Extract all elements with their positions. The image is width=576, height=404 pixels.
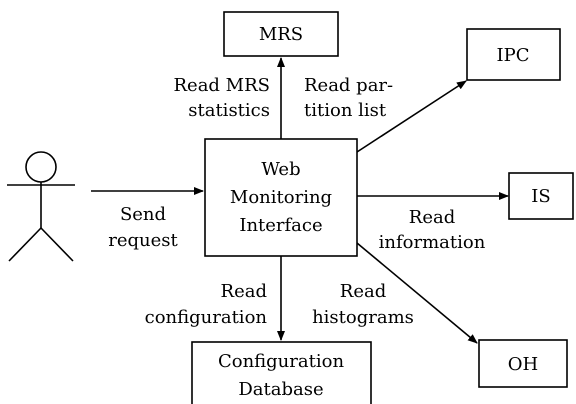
web-monitoring-interface-box [204, 138, 358, 257]
read-configuration-label-line-2: configuration [145, 307, 268, 328]
oh-label: OH [508, 354, 538, 375]
read-histograms-arrow [356, 242, 478, 344]
web-label-line-1: Web [261, 159, 300, 180]
send-request-label-line-1: Send [120, 204, 166, 225]
read-histograms-label-line-2: histograms [312, 307, 414, 328]
read-partition-arrow [356, 80, 467, 153]
read-histograms-label-line-1: Read [340, 281, 386, 302]
read-information-label-line-1: Read [409, 207, 455, 228]
mrs-box [223, 11, 339, 57]
mrs-label: MRS [259, 24, 303, 45]
read-mrs-label-line-2: statistics [188, 100, 270, 121]
configuration-database-box [191, 341, 372, 404]
read-partition-label-line-2: tition list [304, 100, 387, 121]
config-db-label-line-1: Configuration [218, 351, 344, 372]
read-information-label-line-2: information [379, 232, 486, 253]
ipc-box [466, 28, 561, 81]
oh-box [478, 339, 568, 388]
read-partition-label-line-1: Read par- [304, 75, 393, 96]
ipc-label: IPC [497, 45, 530, 66]
read-mrs-label-line-1: Read MRS [174, 75, 271, 96]
is-box [508, 172, 574, 220]
send-request-label-line-2: request [108, 230, 178, 251]
user-actor-icon [7, 151, 75, 262]
web-label-line-3: Interface [239, 215, 322, 236]
is-label: IS [531, 186, 550, 207]
config-db-label-line-2: Database [238, 379, 323, 400]
read-configuration-label-line-1: Read [221, 281, 267, 302]
web-label-line-2: Monitoring [230, 187, 332, 208]
